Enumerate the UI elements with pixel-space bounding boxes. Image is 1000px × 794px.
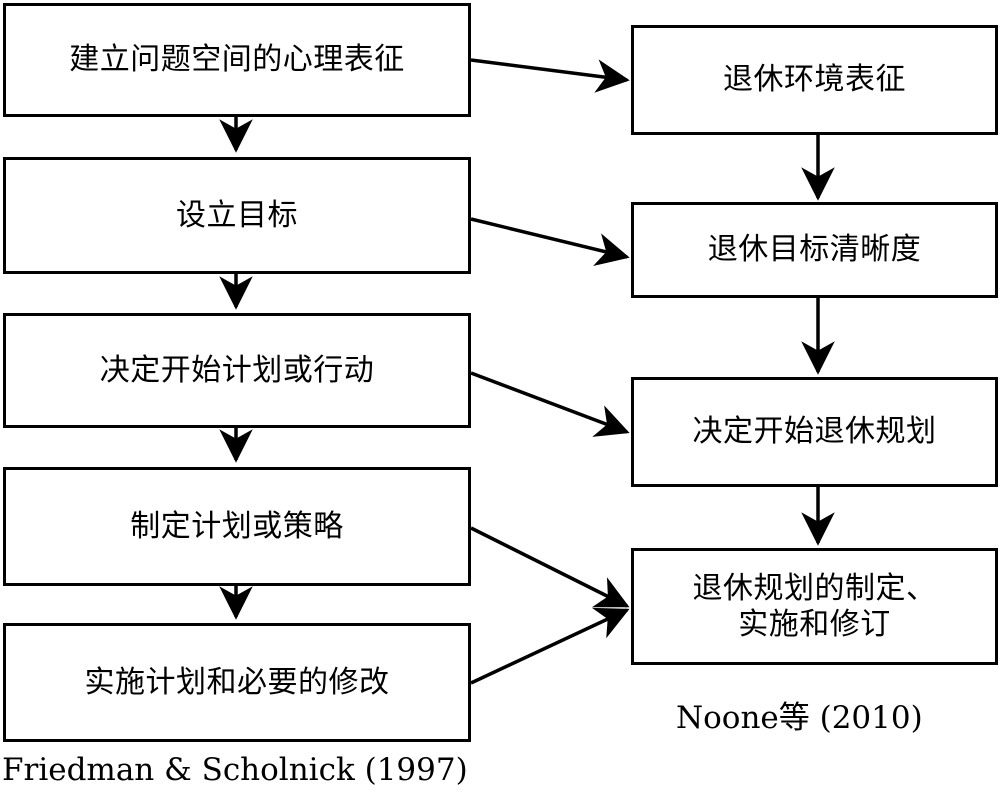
node-r2[interactable]: 退休目标清晰度: [631, 202, 998, 298]
caption-left: Friedman & Scholnick (1997): [2, 752, 468, 788]
node-r4-label: 退休规划的制定、 实施和修订: [692, 571, 937, 642]
node-r4[interactable]: 退休规划的制定、 实施和修订: [631, 548, 998, 665]
node-l4[interactable]: 制定计划或策略: [3, 467, 471, 586]
caption-right: Noone等 (2010): [676, 700, 923, 736]
edge-l2-r2: [470, 217, 630, 267]
node-l4-label: 制定计划或策略: [130, 508, 344, 544]
edge-l4-r4: [470, 526, 630, 608]
node-l5-label: 实施计划和必要的修改: [84, 664, 390, 700]
edge-l3-r3: [470, 371, 630, 437]
edge-l1-r1: [470, 58, 630, 93]
node-r1[interactable]: 退休环境表征: [631, 25, 998, 135]
node-l5[interactable]: 实施计划和必要的修改: [3, 623, 471, 742]
node-l2[interactable]: 设立目标: [3, 157, 471, 274]
edge-l5-r4: [470, 607, 630, 685]
node-r3-label: 决定开始退休规划: [692, 414, 937, 450]
node-r2-label: 退休目标清晰度: [707, 232, 922, 268]
node-r3[interactable]: 决定开始退休规划: [631, 377, 998, 487]
node-r1-label: 退休环境表征: [723, 62, 906, 98]
node-l3-label: 决定开始计划或行动: [99, 352, 375, 388]
node-l3[interactable]: 决定开始计划或行动: [3, 313, 471, 428]
node-l2-label: 设立目标: [176, 197, 298, 233]
node-l1[interactable]: 建立问题空间的心理表征: [3, 3, 471, 117]
node-l1-label: 建立问题空间的心理表征: [69, 42, 405, 78]
